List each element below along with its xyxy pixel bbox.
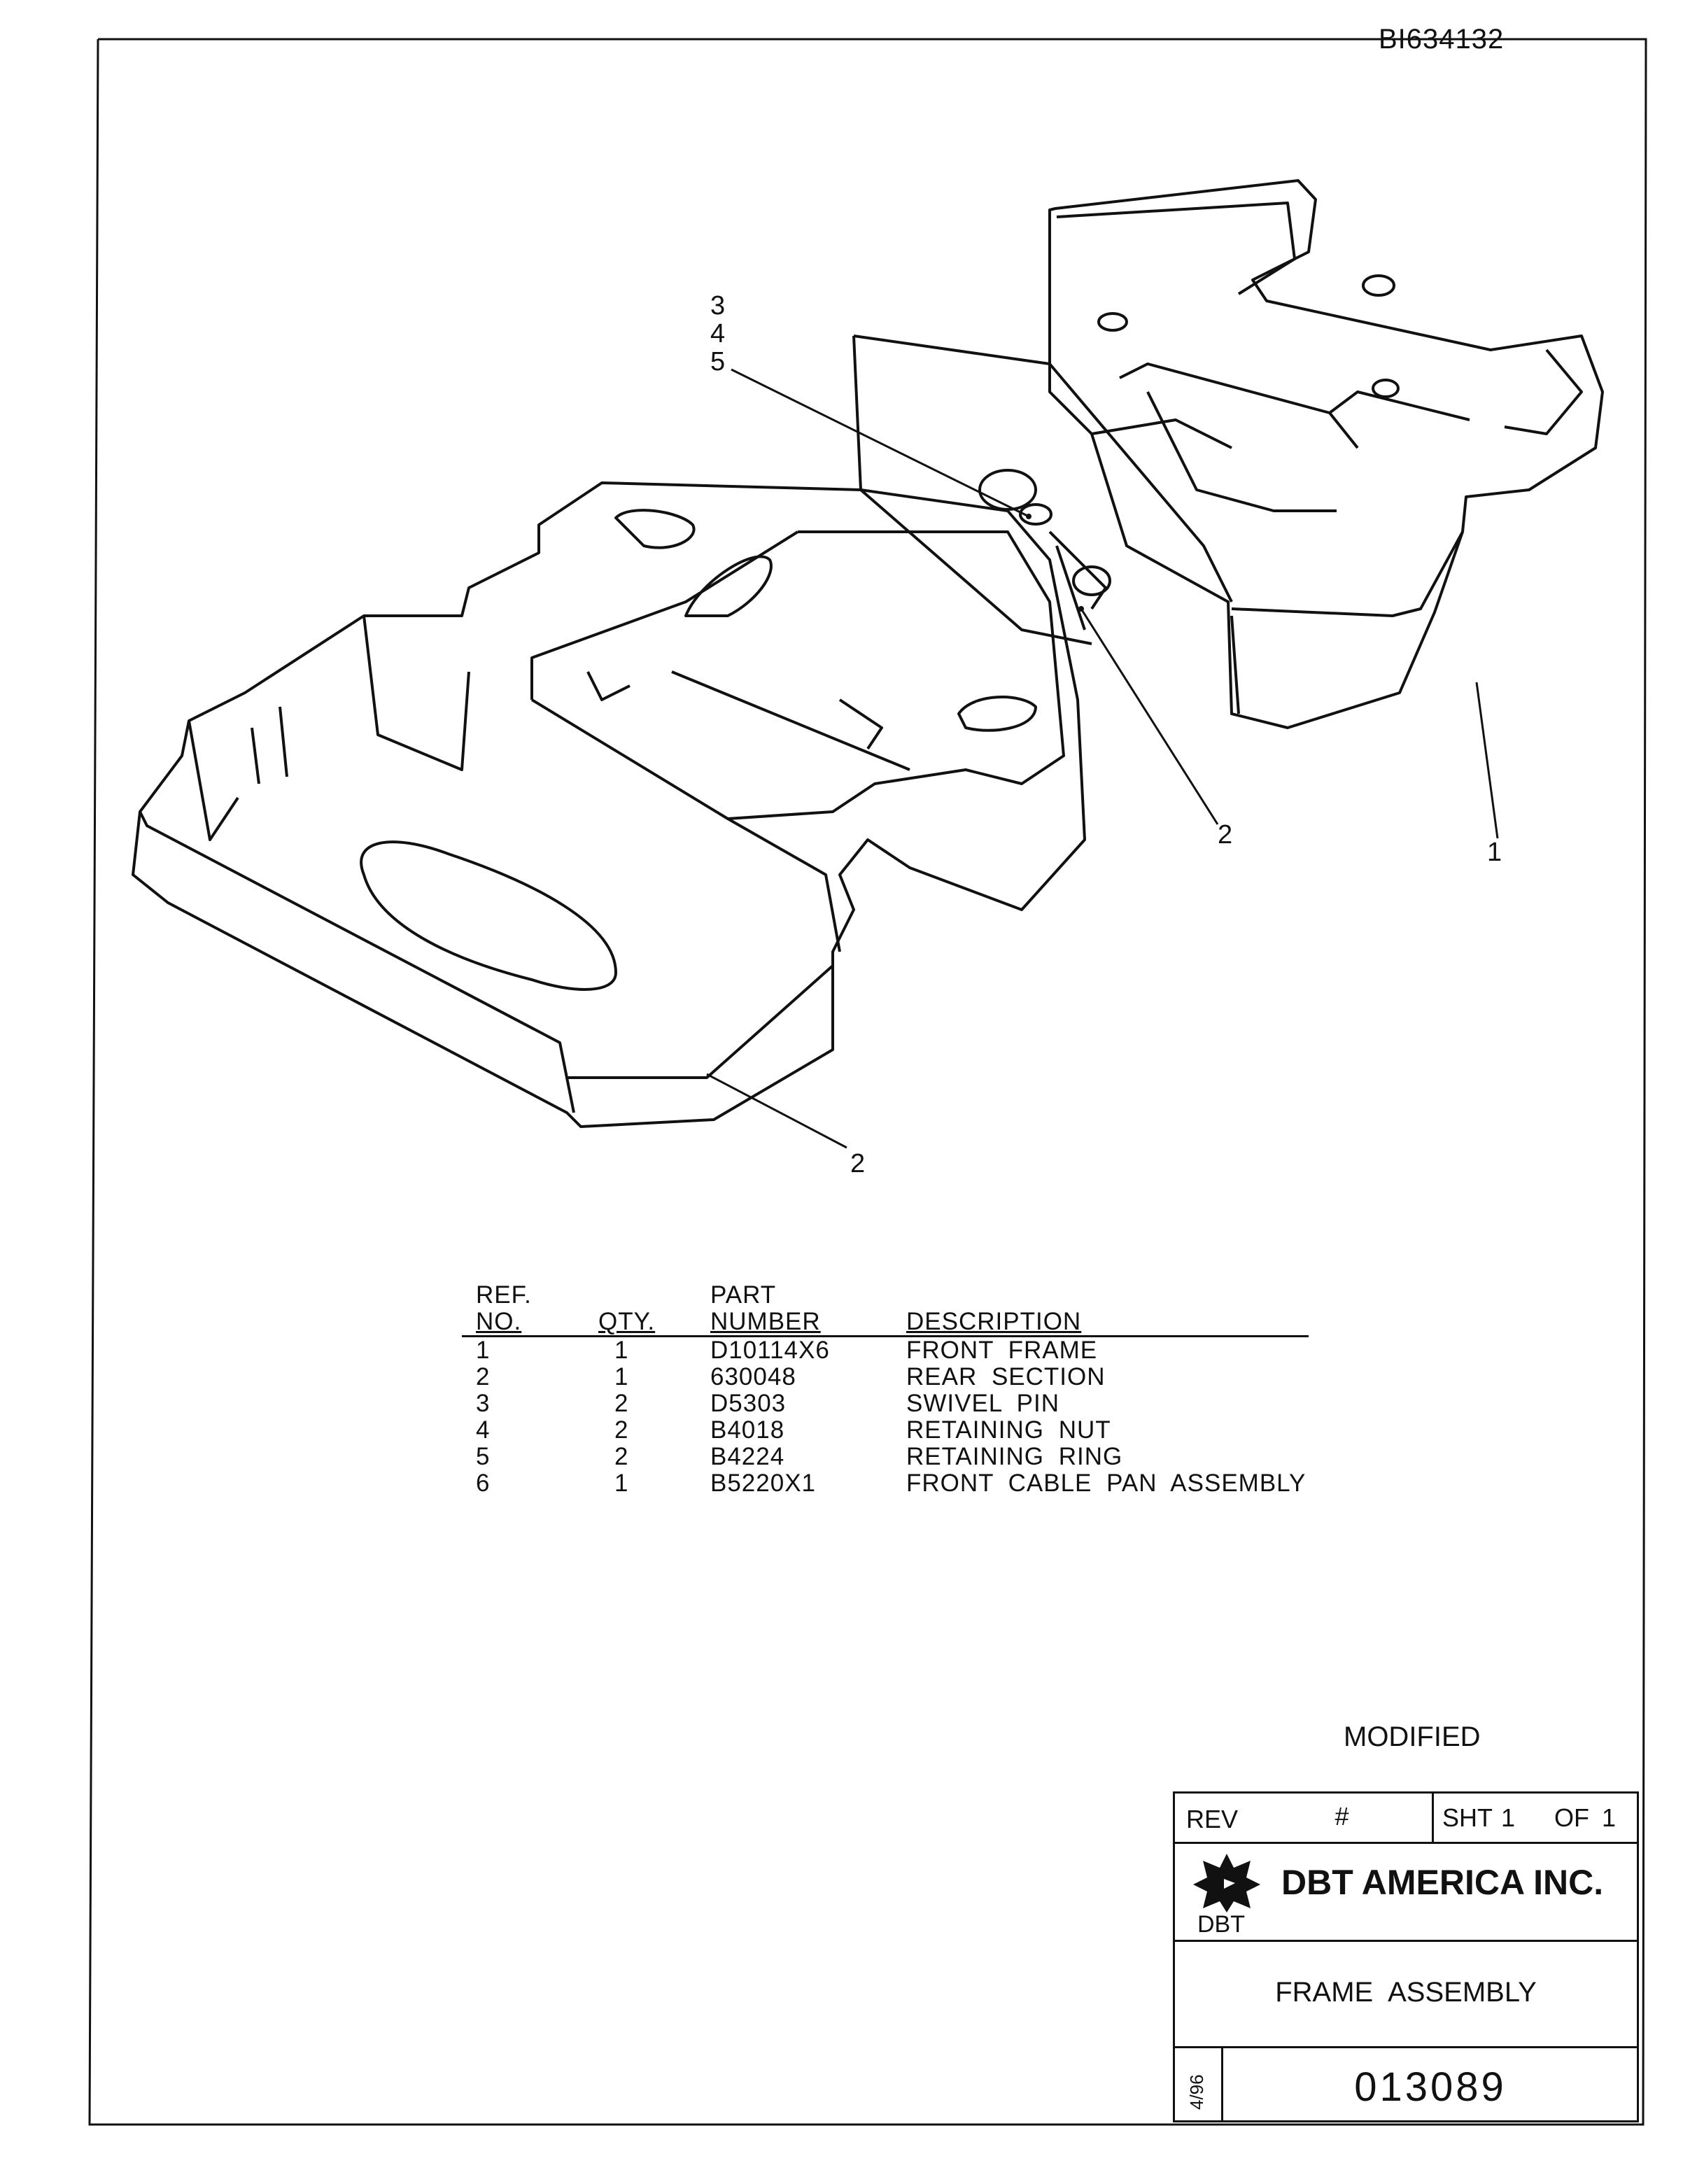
drawing-date: 4/96 [1186, 2074, 1207, 2110]
document-id: BI634132 [1379, 24, 1505, 55]
bom-header-ref-bottom: NO. [476, 1308, 522, 1335]
front-frame-drawing [132, 481, 1086, 1128]
title-block-number-row: 4/96 013089 [1175, 2048, 1637, 2122]
bom-header-qty: QTY. [598, 1308, 656, 1335]
rev-value: # [1335, 1802, 1349, 1831]
of-label: OF [1554, 1803, 1589, 1832]
bom-row: 5 2 B4224 RETAINING RING [462, 1444, 1309, 1470]
bom-description: FRONT FRAME [906, 1337, 1098, 1364]
callout-ref-5: 5 [710, 347, 726, 376]
bom-part-number: B4018 [710, 1416, 785, 1444]
bom-qty: 1 [614, 1363, 629, 1390]
bom-qty: 2 [614, 1390, 629, 1417]
bom-qty: 2 [614, 1443, 629, 1470]
bom-ref: 2 [476, 1363, 491, 1390]
bom-row: 4 2 B4018 RETAINING NUT [462, 1417, 1309, 1444]
bom-row: 3 2 D5303 SWIVEL PIN [462, 1390, 1309, 1417]
leader-lines [706, 368, 1499, 1149]
bom-ref: 1 [476, 1337, 491, 1364]
rev-divider [1432, 1794, 1434, 1842]
bom-header-part-top: PART [710, 1281, 777, 1309]
bom-ref: 4 [476, 1416, 491, 1444]
rear-section-drawing [852, 179, 1604, 729]
sheet-number: 1 [1501, 1803, 1516, 1832]
frame-assembly-illustration [132, 179, 1604, 1149]
bom-ref: 3 [476, 1390, 491, 1417]
date-divider [1221, 2048, 1223, 2122]
bom-part-number: D10114X6 [710, 1337, 830, 1364]
logo-text: DBT [1197, 1911, 1245, 1938]
title-block-title-row: FRAME ASSEMBLY [1175, 1942, 1637, 2048]
bom-qty: 1 [614, 1337, 629, 1364]
callout-ref-2-front: 2 [1218, 820, 1233, 850]
bom-description: RETAINING RING [906, 1443, 1123, 1470]
bom-header-description: DESCRIPTION [906, 1308, 1082, 1335]
dbt-star-logo-icon [1193, 1854, 1260, 1912]
modified-label: MODIFIED [1344, 1721, 1481, 1752]
callout-ref-2-rear: 2 [850, 1149, 866, 1178]
bom-description: FRONT CABLE PAN ASSEMBLY [906, 1470, 1307, 1497]
bom-row: 1 1 D10114X6 FRONT FRAME [462, 1337, 1309, 1364]
bom-part-number: D5303 [710, 1390, 787, 1417]
rev-label: REV [1186, 1805, 1239, 1833]
bom-row: 6 1 B5220X1 FRONT CABLE PAN ASSEMBLY [462, 1470, 1309, 1497]
bom-ref: 6 [476, 1470, 491, 1497]
bom-row: 2 1 630048 REAR SECTION [462, 1364, 1309, 1390]
bom-ref: 5 [476, 1443, 491, 1470]
callout-ref-4: 4 [710, 319, 726, 348]
callout-ref-1: 1 [1487, 838, 1502, 867]
bom-header-part-bottom: NUMBER [710, 1308, 821, 1335]
bom-description: SWIVEL PIN [906, 1390, 1060, 1417]
bom-description: RETAINING NUT [906, 1416, 1111, 1444]
drawing-number: 013089 [1354, 2064, 1507, 2110]
sheet-total: 1 [1602, 1803, 1617, 1832]
title-block-rev-row: REV # SHT 1 OF 1 [1175, 1794, 1637, 1844]
bom-part-number: B5220X1 [710, 1470, 817, 1497]
bom-qty: 1 [614, 1470, 629, 1497]
bom-part-number: B4224 [710, 1443, 785, 1470]
bom-header: REF. NO. QTY. PART NUMBER DESCRIPTION [462, 1279, 1309, 1337]
bill-of-materials: REF. NO. QTY. PART NUMBER DESCRIPTION 1 … [462, 1279, 1309, 1497]
bom-qty: 2 [614, 1416, 629, 1444]
callout-ref-3: 3 [710, 291, 726, 320]
bom-header-ref-top: REF. [476, 1281, 532, 1309]
bom-part-number: 630048 [710, 1363, 796, 1390]
company-name: DBT AMERICA INC. [1281, 1863, 1604, 1902]
swivel-pin-drawing [978, 469, 1111, 630]
title-block-company-row: DBT AMERICA INC. DBT [1175, 1844, 1637, 1942]
title-block: REV # SHT 1 OF 1 DBT AMERICA INC. DBT FR… [1173, 1791, 1639, 2122]
sheet-label: SHT [1442, 1803, 1493, 1832]
bom-description: REAR SECTION [906, 1363, 1106, 1390]
drawing-title: FRAME ASSEMBLY [1275, 1977, 1537, 2008]
